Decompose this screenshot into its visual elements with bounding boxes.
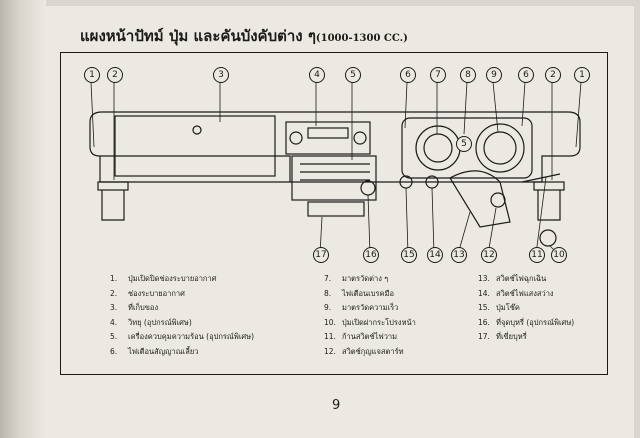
ignition-switch — [490, 192, 506, 208]
callout-marker: 5 — [345, 67, 361, 83]
callout-marker: 8 — [460, 67, 476, 83]
legend-item: 7.มาตรวัดต่าง ๆ — [324, 274, 389, 283]
callout-marker: 4 — [309, 67, 325, 83]
glove-box-lock — [192, 125, 202, 135]
ashtray-outline — [307, 201, 365, 217]
cigarette-lighter — [360, 180, 376, 196]
callout-marker: 3 — [213, 67, 229, 83]
callout-marker: 6 — [518, 67, 534, 83]
callout-marker: 15 — [401, 247, 417, 263]
dashboard-diagram — [89, 81, 582, 255]
legend-item: 6.ไฟเตือนสัญญาณเลี้ยว — [110, 346, 199, 356]
legend-column-3: 13.สวิตช์ไฟฉุกเฉิน 14.สวิตช์ไฟแสงสว่าง 1… — [478, 272, 574, 345]
legend-item: 17.ที่เขี่ยบุหรี่ — [478, 332, 527, 342]
callout-marker: 6 — [400, 67, 416, 83]
callout-marker: 5 — [456, 136, 472, 152]
legend-item: 11.ก้านสวิตช์ไฟวาม — [324, 332, 398, 342]
callout-marker: 12 — [481, 247, 497, 263]
dashboard-outline — [89, 111, 581, 183]
callout-marker: 7 — [430, 67, 446, 83]
radio-outline — [285, 121, 371, 155]
page-number: 9 — [332, 398, 341, 413]
diagram-frame — [60, 52, 608, 375]
steering-column — [449, 170, 511, 228]
legend-item: 2.ช่องระบายอากาศ — [110, 288, 185, 298]
callout-marker: 10 — [551, 247, 567, 263]
callout-marker: 1 — [574, 67, 590, 83]
heater-panel-outline — [291, 155, 377, 201]
gauges-dial — [415, 125, 461, 171]
callout-marker: 17 — [313, 247, 329, 263]
hood-release — [539, 229, 557, 247]
wiper-stalk — [521, 173, 561, 183]
legend-item: 4.วิทยุ (อุปกรณ์พิเศษ) — [110, 317, 192, 327]
legend-item: 9.มาตรวัดความเร็ว — [324, 303, 399, 313]
instrument-cluster-outline — [401, 117, 533, 179]
legend-item: 16.ที่จุดบุหรี่ (อุปกรณ์พิเศษ) — [478, 317, 575, 327]
right-vent-outline — [533, 181, 565, 191]
legend-column-1: 1.ปุ่มเปิดปิดช่องระบายอากาศ 2.ช่องระบายอ… — [110, 272, 254, 360]
legend-column-2: 7.มาตรวัดต่าง ๆ 8.ไฟเตือนเบรคมือ 9.มาตรว… — [324, 272, 416, 360]
legend-item: 14.สวิตช์ไฟแสงสว่าง — [478, 288, 554, 298]
legend-item: 3.ที่เก็บของ — [110, 303, 159, 313]
heading-subtitle: (1000-1300 CC.) — [315, 33, 408, 44]
page-gutter-shadow — [0, 0, 46, 438]
callout-marker: 14 — [427, 247, 443, 263]
left-vent-outline — [97, 181, 129, 191]
speedometer-dial — [475, 123, 525, 173]
callout-marker: 1 — [84, 67, 100, 83]
legend-item: 10.ปุ่มเปิดฝากระโปรงหน้า — [324, 317, 416, 327]
page-heading: แผงหน้าปัทม์ ปุ่ม และคันบังคับต่าง ๆ(100… — [80, 24, 408, 48]
legend-item: 13.สวิตช์ไฟฉุกเฉิน — [478, 274, 547, 283]
legend-item: 1.ปุ่มเปิดปิดช่องระบายอากาศ — [110, 274, 217, 283]
legend-item: 8.ไฟเตือนเบรคมือ — [324, 288, 394, 298]
legend-item: 12.สวิตช์กุญแจสตาร์ท — [324, 346, 404, 356]
legend-item: 15.ปุ่มโช๊ค — [478, 303, 520, 313]
glove-box-outline — [114, 115, 276, 177]
callout-marker: 13 — [451, 247, 467, 263]
callout-marker: 11 — [529, 247, 545, 263]
callout-marker: 2 — [107, 67, 123, 83]
legend-item: 5.เครื่องควบคุมความร้อน (อุปกรณ์พิเศษ) — [110, 332, 255, 342]
callout-marker: 9 — [486, 67, 502, 83]
heading-title: แผงหน้าปัทม์ ปุ่ม และคันบังคับต่าง ๆ — [80, 27, 316, 45]
callout-marker: 16 — [363, 247, 379, 263]
callout-marker: 2 — [545, 67, 561, 83]
